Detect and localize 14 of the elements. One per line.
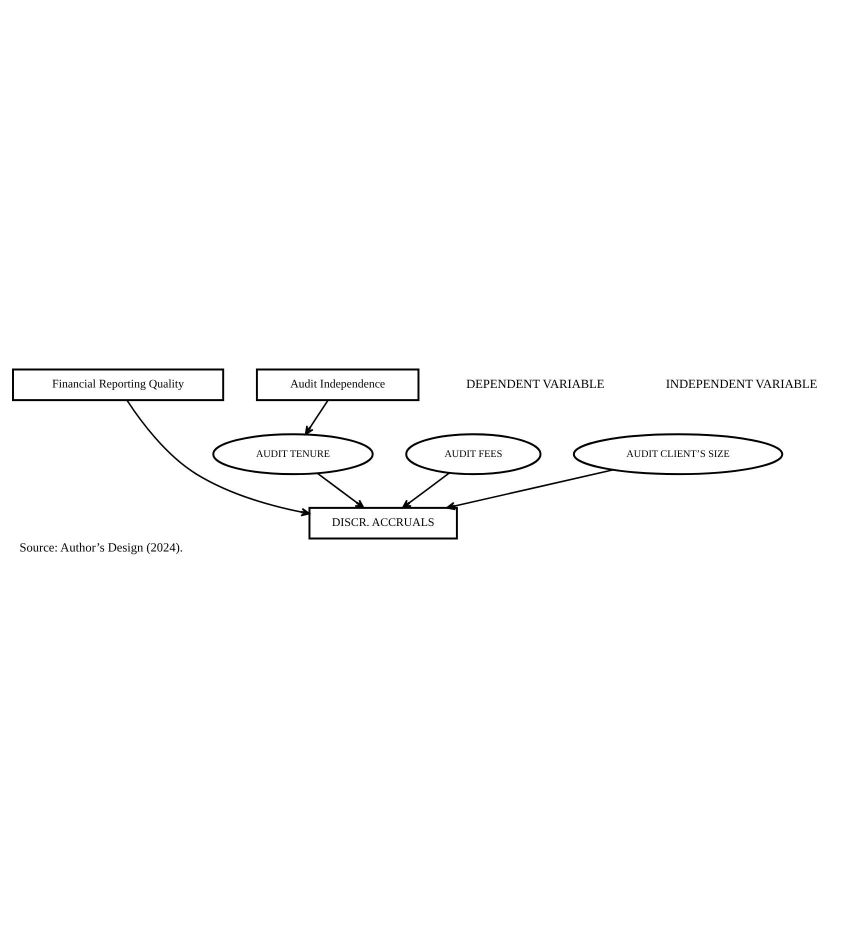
node-box: DISCR. ACCRUALS [308,506,458,539]
arrow [316,472,364,508]
arrow [446,468,614,510]
node-ellipse: AUDIT FEES [405,432,542,475]
caption: Source: Author’s Design (2024). [20,540,183,554]
node-box: Financial Reporting Quality [12,368,224,401]
label: DEPENDENT VARIABLE [466,376,604,390]
arrow [304,399,329,435]
node-box: Audit Independence [256,368,420,401]
node-ellipse: AUDIT TENURE [212,432,374,475]
label: INDEPENDENT VARIABLE [666,376,818,390]
node-ellipse: AUDIT CLIENT’S SIZE [572,432,784,475]
arrow [126,399,310,516]
arrow [402,472,450,508]
